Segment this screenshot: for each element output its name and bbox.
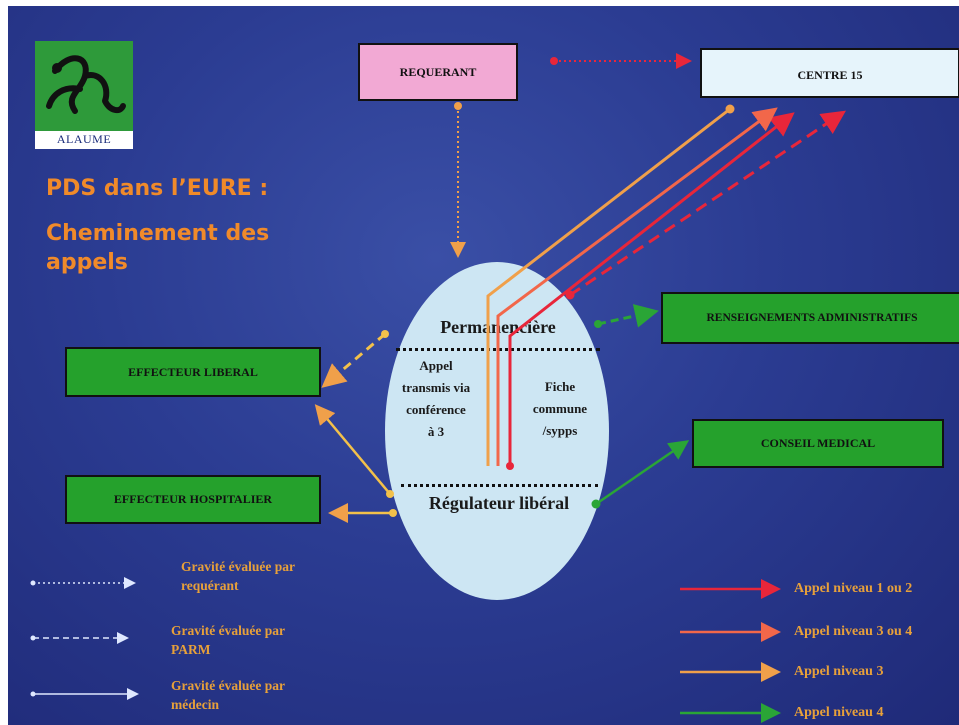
legend-requerant-line2: requérant <box>181 578 239 593</box>
conseil-medical-box: CONSEIL MEDICAL <box>692 419 944 468</box>
legend-medecin-line2: médecin <box>171 697 219 712</box>
arrow-salmon-centre15 <box>496 107 778 466</box>
title-line-1: PDS dans l’EURE : <box>46 176 269 201</box>
legend-niveau-3-4: Appel niveau 3 ou 4 <box>794 624 913 639</box>
arrow-conseil-medical <box>595 440 690 506</box>
legend-niveau-4: Appel niveau 4 <box>794 705 884 720</box>
legend-requerant: Gravité évaluée par requérant <box>181 557 295 595</box>
title-line-2a: Cheminement des <box>46 221 270 246</box>
regulateur-label: Régulateur libéral <box>428 493 570 513</box>
requerant-box: REQUERANT <box>358 43 518 101</box>
legend-parm-line2: PARM <box>171 642 211 657</box>
legend-parm-line1: Gravité évaluée par <box>171 623 285 638</box>
logo-text: ALAUME <box>56 132 112 146</box>
appel-line-4: à 3 <box>427 424 445 439</box>
fiche-line-3: /sypps <box>542 423 578 438</box>
title-line-2: Cheminement des appels <box>46 219 269 277</box>
legend-niveau-3: Appel niveau 3 <box>794 664 884 679</box>
arrow-orange-centre15 <box>486 107 731 466</box>
flow-arrows <box>30 53 846 723</box>
legend-parm: Gravité évaluée par PARM <box>171 621 285 659</box>
fiche-line-2: commune <box>532 401 588 416</box>
legend-medecin: Gravité évaluée par médecin <box>171 676 285 714</box>
legend-medecin-line1: Gravité évaluée par <box>171 678 285 693</box>
title-line-2b: appels <box>46 250 128 275</box>
fiche-commune-text: Fiche commune /sypps <box>520 376 600 442</box>
effecteur-liberal-box: EFFECTEUR LIBERAL <box>65 347 321 397</box>
arrow-renseignements <box>597 304 659 328</box>
fiche-line-1: Fiche <box>544 379 576 394</box>
effecteur-hospitalier-box: EFFECTEUR HOSPITALIER <box>65 475 321 524</box>
appel-line-1: Appel <box>419 358 453 373</box>
appel-line-3: conférence <box>406 402 466 417</box>
legend-niveau-1-2: Appel niveau 1 ou 2 <box>794 581 913 596</box>
ellipse-divider-bottom <box>401 484 598 487</box>
renseignements-box: RENSEIGNEMENTS ADMINISTRATIFS <box>661 292 959 344</box>
slide-background: ALAUME PDS dans l’EURE : Cheminement des… <box>8 6 959 725</box>
appel-line-2: transmis via <box>401 380 471 395</box>
arrow-red-centre15 <box>508 112 795 466</box>
arrow-effecteur-liberal-solid <box>314 404 391 495</box>
centre15-box: CENTRE 15 <box>700 48 959 98</box>
logo: ALAUME <box>35 41 133 149</box>
legend-requerant-line1: Gravité évaluée par <box>181 559 295 574</box>
appel-transmis-text: Appel transmis via conférence à 3 <box>385 355 487 443</box>
arrow-red-dashed <box>569 110 846 297</box>
arrow-effecteur-liberal-dashed <box>321 332 386 388</box>
runner-figure-icon <box>35 41 133 131</box>
